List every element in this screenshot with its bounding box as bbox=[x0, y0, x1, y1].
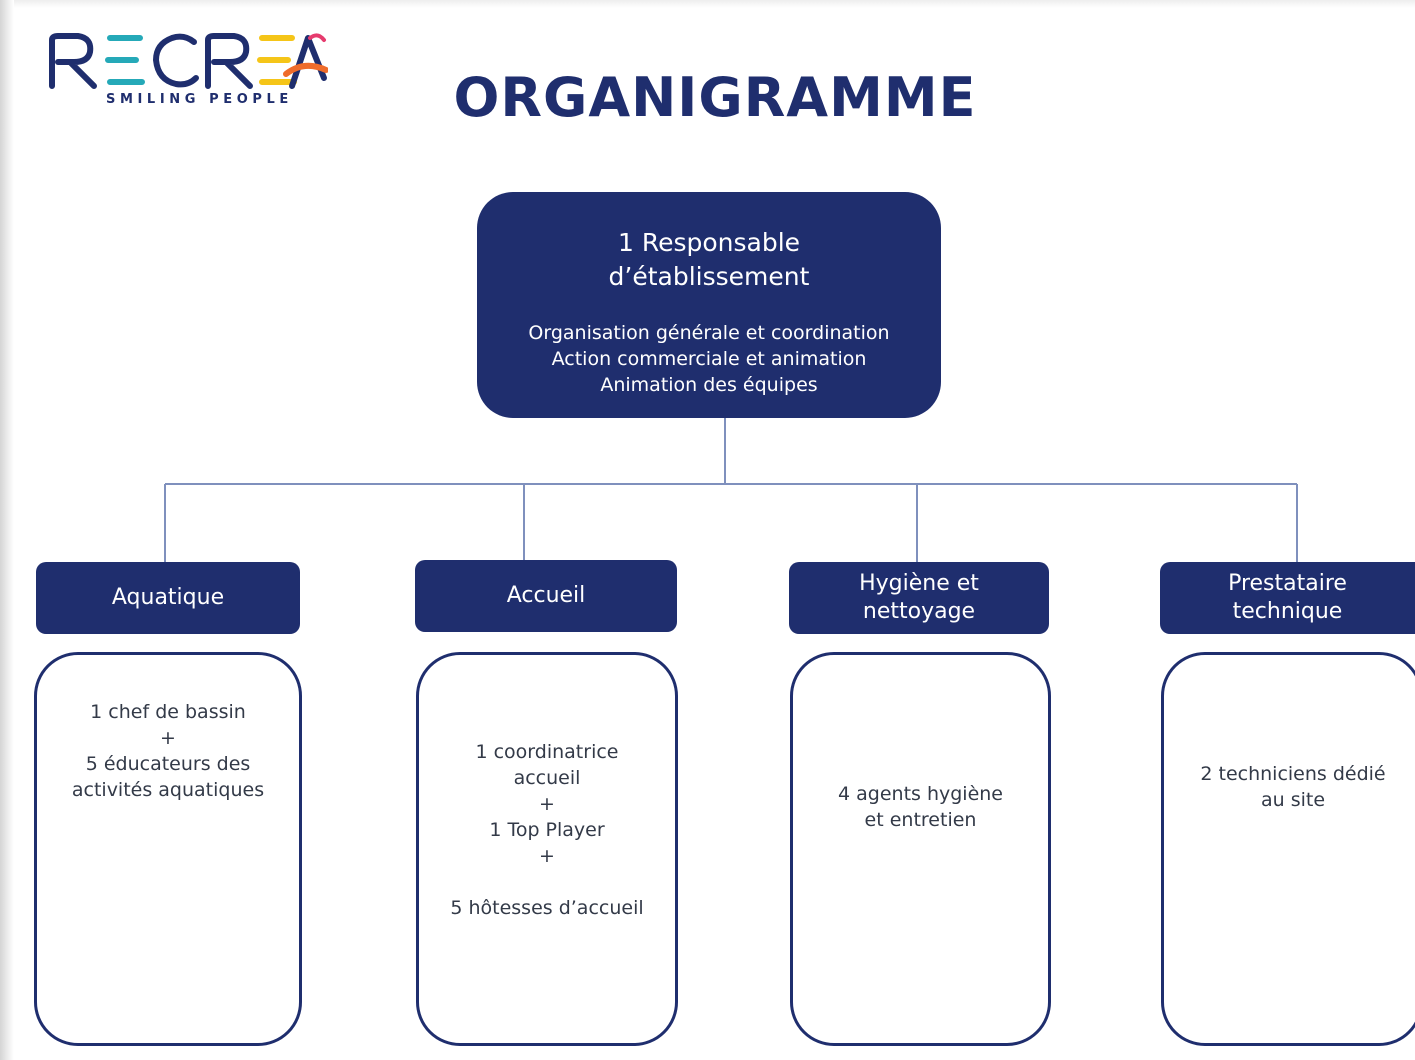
logo-wordmark bbox=[49, 33, 328, 89]
dept-name: Aquatique bbox=[111, 585, 225, 610]
staff-line: 1 chef de bassin bbox=[90, 701, 246, 723]
staff-line: activités aquatiques bbox=[71, 779, 265, 801]
staff-line: 5 éducateurs des bbox=[85, 753, 251, 775]
recrea-logo: SMILING PEOPLE bbox=[48, 30, 328, 115]
dept-header-accueil: Accueil bbox=[415, 560, 677, 632]
dept-body-aquatique: 1 chef de bassin + 5 éducateurs des acti… bbox=[34, 652, 302, 1046]
staff-line: au site bbox=[1260, 789, 1326, 811]
dept-header-aquatique: Aquatique bbox=[36, 562, 300, 634]
dept-body-accueil: 1 coordinatrice accueil + 1 Top Player +… bbox=[416, 652, 678, 1046]
page-edge-shadow bbox=[0, 0, 14, 1060]
staff-line: accueil bbox=[513, 767, 581, 789]
page-top-edge bbox=[14, 0, 1415, 8]
page-title: ORGANIGRAMME bbox=[453, 66, 977, 129]
staff-line: + bbox=[539, 793, 555, 815]
head-duty: Action commerciale et animation bbox=[551, 348, 867, 370]
dept-header-prestataire: Prestataire technique bbox=[1160, 562, 1415, 634]
staff-line: + bbox=[160, 727, 176, 749]
dept-name: Prestataire technique bbox=[1228, 571, 1347, 624]
staff-line: 1 Top Player bbox=[489, 819, 605, 841]
staff-spacer bbox=[419, 869, 675, 895]
dept-name: Hygiène et nettoyage bbox=[859, 571, 979, 624]
staff-line: + bbox=[539, 845, 555, 867]
dept-staff: 4 agents hygiène et entretien bbox=[793, 781, 1048, 833]
dept-name: Accueil bbox=[506, 583, 586, 608]
dept-staff: 1 coordinatrice accueil + 1 Top Player +… bbox=[419, 739, 675, 921]
head-duty: Organisation générale et coordination bbox=[528, 322, 890, 344]
staff-line: 1 coordinatrice bbox=[475, 741, 619, 763]
head-duties: Organisation générale et coordination Ac… bbox=[477, 320, 941, 398]
staff-line: 5 hôtesses d’accueil bbox=[450, 897, 644, 919]
dept-staff: 1 chef de bassin + 5 éducateurs des acti… bbox=[37, 699, 299, 803]
dept-header-hygiene: Hygiène et nettoyage bbox=[789, 562, 1049, 634]
staff-line: 2 techniciens dédié bbox=[1200, 763, 1386, 785]
logo-tagline: SMILING PEOPLE bbox=[106, 92, 293, 107]
head-duty: Animation des équipes bbox=[600, 374, 818, 396]
staff-line: et entretien bbox=[864, 809, 977, 831]
staff-line: 4 agents hygiène bbox=[838, 783, 1003, 805]
dept-body-hygiene: 4 agents hygiène et entretien bbox=[790, 652, 1051, 1046]
head-node: 1 Responsable d’établissement Organisati… bbox=[477, 192, 941, 418]
head-title: 1 Responsable d’établissement bbox=[608, 228, 810, 291]
dept-staff: 2 techniciens dédié au site bbox=[1164, 761, 1415, 813]
dept-body-prestataire: 2 techniciens dédié au site bbox=[1161, 652, 1415, 1046]
